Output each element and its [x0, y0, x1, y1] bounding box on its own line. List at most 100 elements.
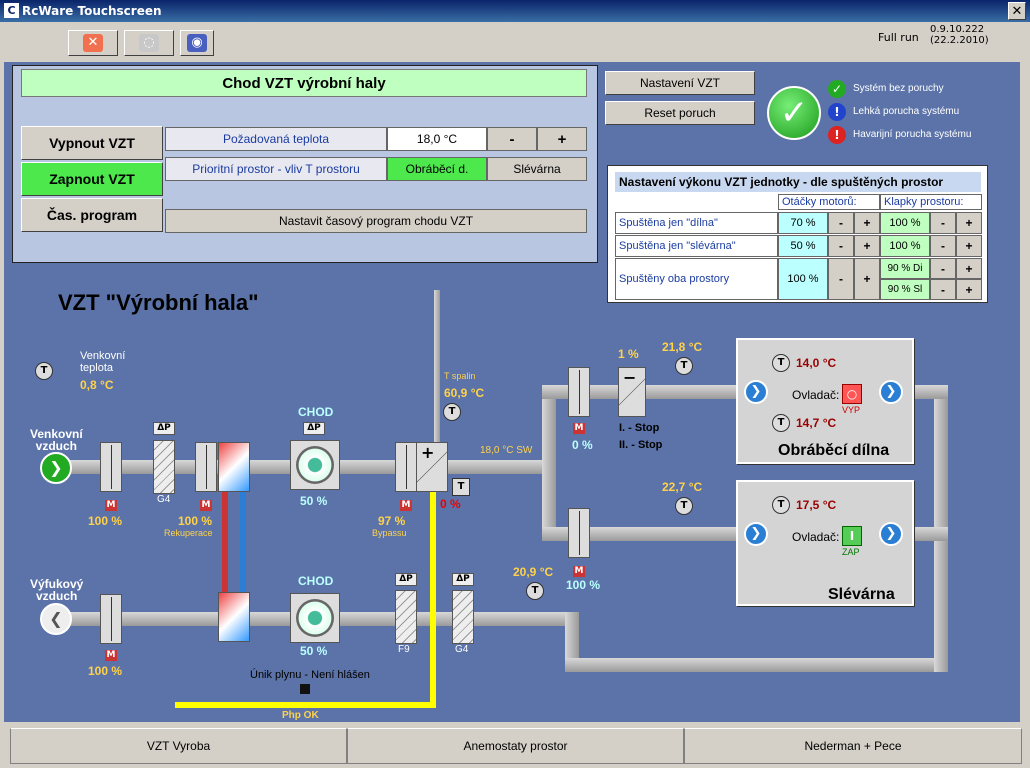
status-light-label: Lehká porucha systému: [853, 106, 960, 117]
cooler-stage2: II. - Stop: [619, 439, 663, 451]
temp-sensor-icon: T: [35, 362, 53, 380]
foundry-damper[interactable]: [568, 508, 590, 558]
temp-sensor-icon: T: [772, 414, 790, 432]
perf-plus-button[interactable]: +: [956, 279, 982, 300]
gas-line: [175, 702, 436, 708]
perf-plus-button[interactable]: +: [956, 212, 982, 234]
exhaust-filter-g4: [452, 590, 474, 644]
perf-title: Nastavení výkonu VZT jednotky - dle spuš…: [615, 172, 981, 192]
app-icon: C: [4, 3, 19, 18]
perf-plus-button[interactable]: +: [854, 212, 880, 234]
flue-temp: 60,9 °C: [444, 386, 485, 400]
power-off-icon[interactable]: ○: [842, 384, 862, 404]
pressure-diff-icon: ΔP: [303, 422, 325, 435]
perf-minus-button[interactable]: -: [930, 235, 956, 257]
set-schedule-button[interactable]: Nastavit časový program chodu VZT: [165, 209, 587, 233]
bypass-damper[interactable]: [395, 442, 417, 492]
perf-minus-button[interactable]: -: [828, 258, 854, 300]
close-icon: ✕: [83, 34, 103, 52]
perf-plus-button[interactable]: +: [854, 258, 880, 300]
tab-vzt-vyroba[interactable]: VZT Vyroba: [10, 728, 347, 764]
flue-label: T spalin: [444, 371, 476, 381]
temp-sensor-icon: T: [526, 582, 544, 600]
perf-motor-value: 50 %: [778, 235, 828, 257]
priority-label: Prioritní prostor - vliv T prostoru: [165, 157, 387, 181]
return-temp: 20,9 °C: [513, 565, 554, 579]
system-ok-icon: ✓: [767, 86, 821, 140]
perf-plus-button[interactable]: +: [956, 235, 982, 257]
window-title: RcWare Touchscreen: [22, 4, 162, 18]
perf-damper-value: 100 %: [880, 235, 930, 257]
perf-plus-button[interactable]: +: [956, 258, 982, 279]
heater-pct: 0 %: [440, 497, 461, 511]
flue-pipe: [434, 290, 440, 445]
return-duct: [565, 612, 579, 672]
gas-valve-icon: [300, 684, 310, 694]
duct-to-foundry: [542, 527, 742, 541]
perf-minus-button[interactable]: -: [930, 258, 956, 279]
foundry-temp1: 17,5 °C: [796, 498, 837, 512]
settings-button[interactable]: ◉: [180, 30, 214, 56]
fan-exhaust-state: CHOD: [298, 574, 334, 588]
intake-damper[interactable]: [100, 442, 122, 492]
disabled-button[interactable]: ◌: [124, 30, 174, 56]
workshop-damper[interactable]: [568, 367, 590, 417]
on-button[interactable]: Zapnout VZT: [21, 162, 163, 196]
recuperation-damper[interactable]: [195, 442, 217, 492]
filter-f9-label: F9: [398, 644, 410, 655]
tab-nederman[interactable]: Nederman + Pece: [684, 728, 1022, 764]
gas-heater[interactable]: +: [416, 442, 448, 492]
branch-duct: [542, 390, 556, 534]
priority-workshop-button[interactable]: Obráběcí d.: [387, 157, 487, 181]
fan-supply-state: CHOD: [298, 405, 334, 419]
supply-fan-icon[interactable]: [290, 440, 340, 490]
temp-sensor-icon: T: [443, 403, 461, 421]
exhaust-fan-icon[interactable]: [290, 593, 340, 643]
perf-minus-button[interactable]: -: [930, 279, 956, 300]
req-temp-label: Požadovaná teplota: [165, 127, 387, 151]
exhaust-label: Výfukový vzduch: [30, 577, 84, 603]
perf-minus-button[interactable]: -: [828, 235, 854, 257]
temp-sensor-icon: T: [675, 497, 693, 515]
temp-minus-button[interactable]: -: [487, 127, 537, 151]
priority-foundry-button[interactable]: Slévárna: [487, 157, 587, 181]
blank-icon: ◌: [139, 34, 159, 52]
settings-vzt-button[interactable]: Nastavení VZT: [605, 71, 755, 95]
perf-col-dampers: Klapky prostoru:: [880, 194, 982, 210]
motor-icon: M: [200, 500, 212, 511]
pressure-diff-icon: ΔP: [395, 573, 417, 586]
off-button[interactable]: Vypnout VZT: [21, 126, 163, 160]
cooler-pct: 1 %: [618, 347, 639, 361]
exhaust-damper[interactable]: [100, 594, 122, 644]
perf-plus-button[interactable]: +: [854, 235, 880, 257]
filter-g4-label: G4: [157, 494, 171, 505]
exit-button[interactable]: ✕: [68, 30, 118, 56]
recuperation-pct: 100 %: [178, 514, 213, 528]
outdoor-temp: 0,8 °C: [80, 378, 114, 392]
perf-damper-value: 100 %: [880, 212, 930, 234]
close-icon[interactable]: ✕: [1008, 2, 1026, 20]
chevron-right-icon: ❯: [744, 522, 768, 546]
version: 0.9.10.222 (22.2.2010): [930, 24, 989, 46]
workshop-duct-temp: 21,8 °C: [662, 340, 703, 354]
chevron-right-icon: ❯: [879, 522, 903, 546]
temp-plus-button[interactable]: +: [537, 127, 587, 151]
pressure-diff-icon: ΔP: [452, 573, 474, 586]
foundry-ctrl-label: Ovladač:: [792, 530, 840, 544]
workshop-damper-pct: 0 %: [572, 438, 593, 452]
supply-filter: [153, 440, 175, 494]
motor-icon: M: [573, 566, 585, 577]
gas-leak-label: Únik plynu - Není hlášen: [250, 669, 370, 681]
reset-faults-button[interactable]: Reset poruch: [605, 101, 755, 125]
chevron-right-icon: ❯: [879, 380, 903, 404]
status-heavy-label: Havarijní porucha systému: [853, 129, 972, 140]
foundry-duct-temp: 22,7 °C: [662, 480, 703, 494]
perf-minus-button[interactable]: -: [828, 212, 854, 234]
power-on-icon[interactable]: I: [842, 526, 862, 546]
performance-table: Nastavení výkonu VZT jednotky - dle spuš…: [607, 165, 988, 303]
cooler[interactable]: −: [618, 367, 646, 417]
perf-minus-button[interactable]: -: [930, 212, 956, 234]
temp-sensor-icon: T: [772, 354, 790, 372]
tab-anemostaty[interactable]: Anemostaty prostor: [347, 728, 684, 764]
schedule-button[interactable]: Čas. program: [21, 198, 163, 232]
